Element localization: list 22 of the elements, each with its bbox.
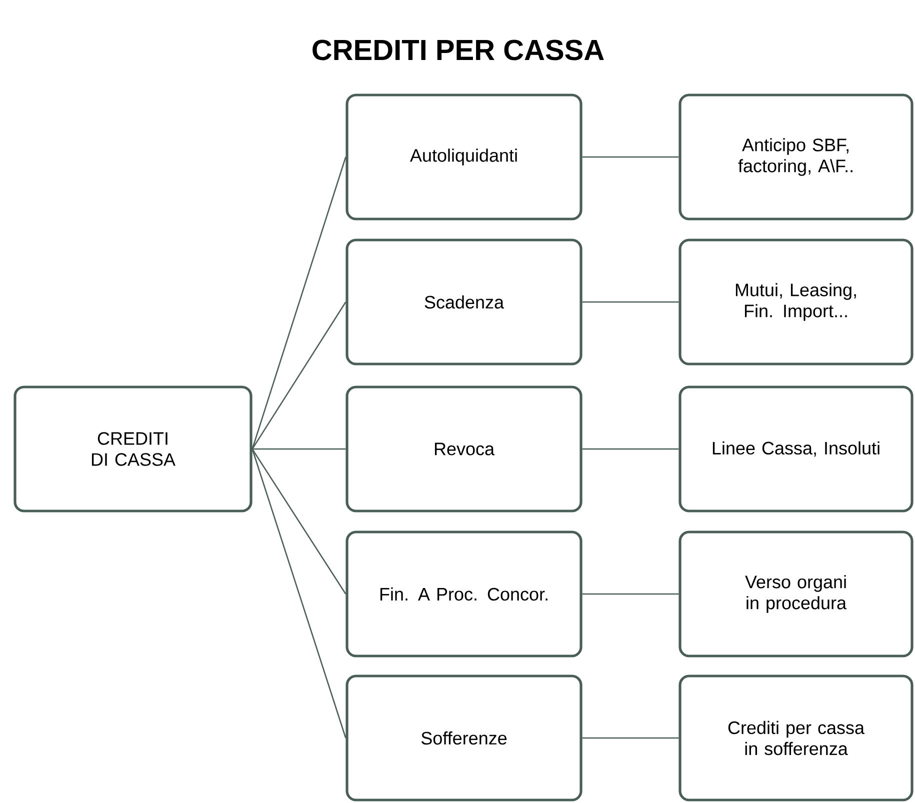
box: Crediti per cassa in sofferenza xyxy=(678,674,914,802)
connector-line xyxy=(582,301,679,303)
box: Fin. A Proc. Concor. xyxy=(346,530,582,658)
connector-line xyxy=(582,156,679,158)
box: Revoca xyxy=(346,386,582,512)
box: Verso organi in procedura xyxy=(678,530,914,658)
box: Autoliquidanti xyxy=(346,94,582,220)
box: CREDITI DI CASSA xyxy=(14,386,252,512)
box: Mutui, Leasing, Fin. Import... xyxy=(678,238,914,366)
connector-line xyxy=(252,448,346,738)
box: Anticipo SBF, factoring, A\F.. xyxy=(678,94,914,220)
connector-line xyxy=(582,593,679,595)
connector-line xyxy=(252,302,346,450)
title: CREDITI PER CASSA xyxy=(312,40,604,60)
box: Linee Cassa, Insoluti xyxy=(678,386,914,512)
connector-line xyxy=(252,156,346,450)
box: Scadenza xyxy=(346,238,582,366)
connector-line xyxy=(582,448,679,450)
connector-line xyxy=(252,448,346,450)
connector-line xyxy=(582,737,679,739)
box: Sofferenze xyxy=(346,674,582,802)
connector-line xyxy=(252,448,346,594)
